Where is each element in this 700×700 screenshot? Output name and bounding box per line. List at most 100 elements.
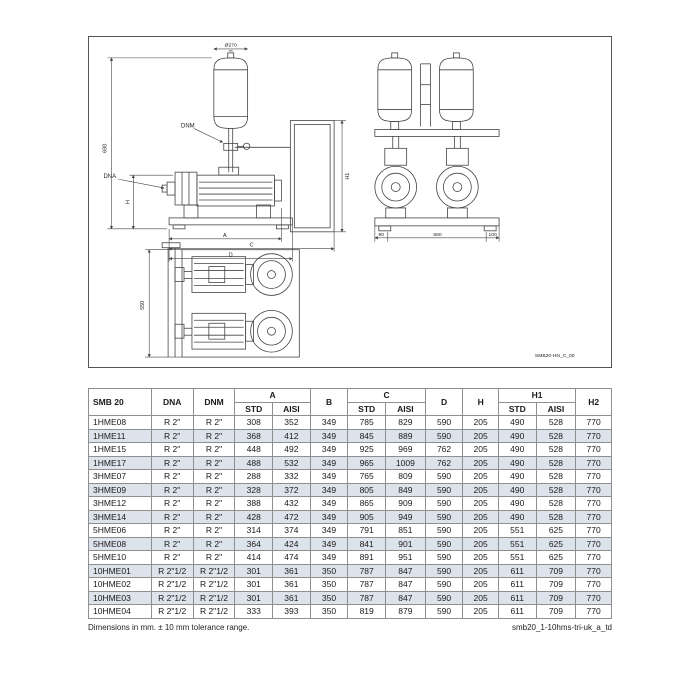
- cell-b: 350: [309, 577, 349, 592]
- cell-c-aisi: 847: [384, 563, 426, 578]
- cell-c-std: 787: [347, 563, 386, 578]
- dim-h1: H1: [345, 173, 351, 180]
- cell-c-std: 819: [347, 604, 386, 619]
- cell-b: 350: [309, 604, 349, 619]
- cell-h: 205: [462, 550, 499, 565]
- cell-c-std: 787: [347, 577, 386, 592]
- cell-dna: R 2"1/2: [150, 604, 194, 619]
- cell-h1-std: 490: [497, 415, 537, 430]
- cell-a-std: 414: [234, 550, 274, 565]
- cell-h1-std: 611: [497, 563, 537, 578]
- cell-b: 349: [309, 469, 349, 484]
- cell-b: 349: [309, 415, 349, 430]
- cell-d: 762: [424, 455, 464, 470]
- cell-a-std: 314: [234, 523, 274, 538]
- cell-h: 205: [462, 469, 499, 484]
- cell-b: 349: [309, 550, 349, 565]
- cell-model: 10HME02: [88, 577, 152, 592]
- cell-b: 349: [309, 428, 349, 443]
- dim-plan-depth: 550: [140, 301, 146, 310]
- cell-model: 5HME08: [88, 536, 152, 551]
- cell-h2: 770: [575, 509, 612, 524]
- col-header-d: D: [424, 388, 464, 416]
- cell-c-std: 905: [347, 509, 386, 524]
- drawing-code: SMB20-HN_C_00: [535, 353, 575, 359]
- cell-dna: R 2": [150, 415, 194, 430]
- cell-b: 349: [309, 536, 349, 551]
- cell-dna: R 2": [150, 482, 194, 497]
- cell-d: 590: [424, 469, 464, 484]
- col-header-dnm: DNM: [192, 388, 236, 416]
- cell-h1-std: 490: [497, 428, 537, 443]
- cell-c-std: 791: [347, 523, 386, 538]
- document-reference: smb20_1-10hms-tri-uk_a_td: [511, 623, 612, 632]
- cell-h: 205: [462, 428, 499, 443]
- col-header-dna: DNA: [150, 388, 194, 416]
- col-header-a: A: [234, 388, 311, 403]
- subheader-a-aisi: AISI: [272, 401, 311, 416]
- cell-h2: 770: [575, 590, 612, 605]
- cell-h: 205: [462, 455, 499, 470]
- cell-a-aisi: 412: [272, 428, 311, 443]
- cell-h1-aisi: 625: [535, 536, 577, 551]
- cell-dnm: R 2"1/2: [192, 604, 236, 619]
- cell-dna: R 2": [150, 428, 194, 443]
- cell-c-std: 841: [347, 536, 386, 551]
- col-header-h2: H2: [575, 388, 612, 416]
- cell-dnm: R 2": [192, 509, 236, 524]
- cell-c-aisi: 879: [384, 604, 426, 619]
- cell-c-std: 925: [347, 442, 386, 457]
- cell-d: 590: [424, 590, 464, 605]
- cell-h2: 770: [575, 496, 612, 511]
- cell-model: 1HME08: [88, 415, 152, 430]
- cell-c-aisi: 969: [384, 442, 426, 457]
- cell-d: 590: [424, 523, 464, 538]
- cell-h1-aisi: 528: [535, 496, 577, 511]
- dim-front-left: 90: [379, 232, 385, 238]
- cell-dnm: R 2": [192, 536, 236, 551]
- cell-b: 349: [309, 442, 349, 457]
- cell-model: 10HME01: [88, 563, 152, 578]
- cell-b: 349: [309, 482, 349, 497]
- plan-view-drawing: 550: [140, 242, 300, 358]
- cell-dnm: R 2"1/2: [192, 590, 236, 605]
- cell-c-aisi: 901: [384, 536, 426, 551]
- cell-h1-std: 490: [497, 509, 537, 524]
- cell-c-aisi: 829: [384, 415, 426, 430]
- cell-a-std: 301: [234, 563, 274, 578]
- cell-h: 205: [462, 604, 499, 619]
- cell-a-std: 328: [234, 482, 274, 497]
- cell-model: 3HME12: [88, 496, 152, 511]
- cell-h1-aisi: 528: [535, 442, 577, 457]
- cell-h1-aisi: 528: [535, 482, 577, 497]
- cell-a-std: 428: [234, 509, 274, 524]
- cell-h: 205: [462, 509, 499, 524]
- cell-dna: R 2"1/2: [150, 577, 194, 592]
- cell-dnm: R 2": [192, 482, 236, 497]
- cell-h2: 770: [575, 442, 612, 457]
- cell-h1-std: 551: [497, 550, 537, 565]
- cell-h2: 770: [575, 482, 612, 497]
- cell-c-std: 965: [347, 455, 386, 470]
- pump-dimension-drawing: Ø270 DNM: [102, 42, 575, 359]
- cell-c-aisi: 849: [384, 482, 426, 497]
- cell-d: 762: [424, 442, 464, 457]
- cell-d: 590: [424, 550, 464, 565]
- cell-a-std: 301: [234, 590, 274, 605]
- cell-h1-std: 611: [497, 604, 537, 619]
- cell-h1-std: 551: [497, 523, 537, 538]
- cell-c-aisi: 1009: [384, 455, 426, 470]
- cell-a-aisi: 393: [272, 604, 311, 619]
- cell-h1-aisi: 528: [535, 415, 577, 430]
- cell-h: 205: [462, 577, 499, 592]
- cell-b: 349: [309, 455, 349, 470]
- cell-h: 205: [462, 536, 499, 551]
